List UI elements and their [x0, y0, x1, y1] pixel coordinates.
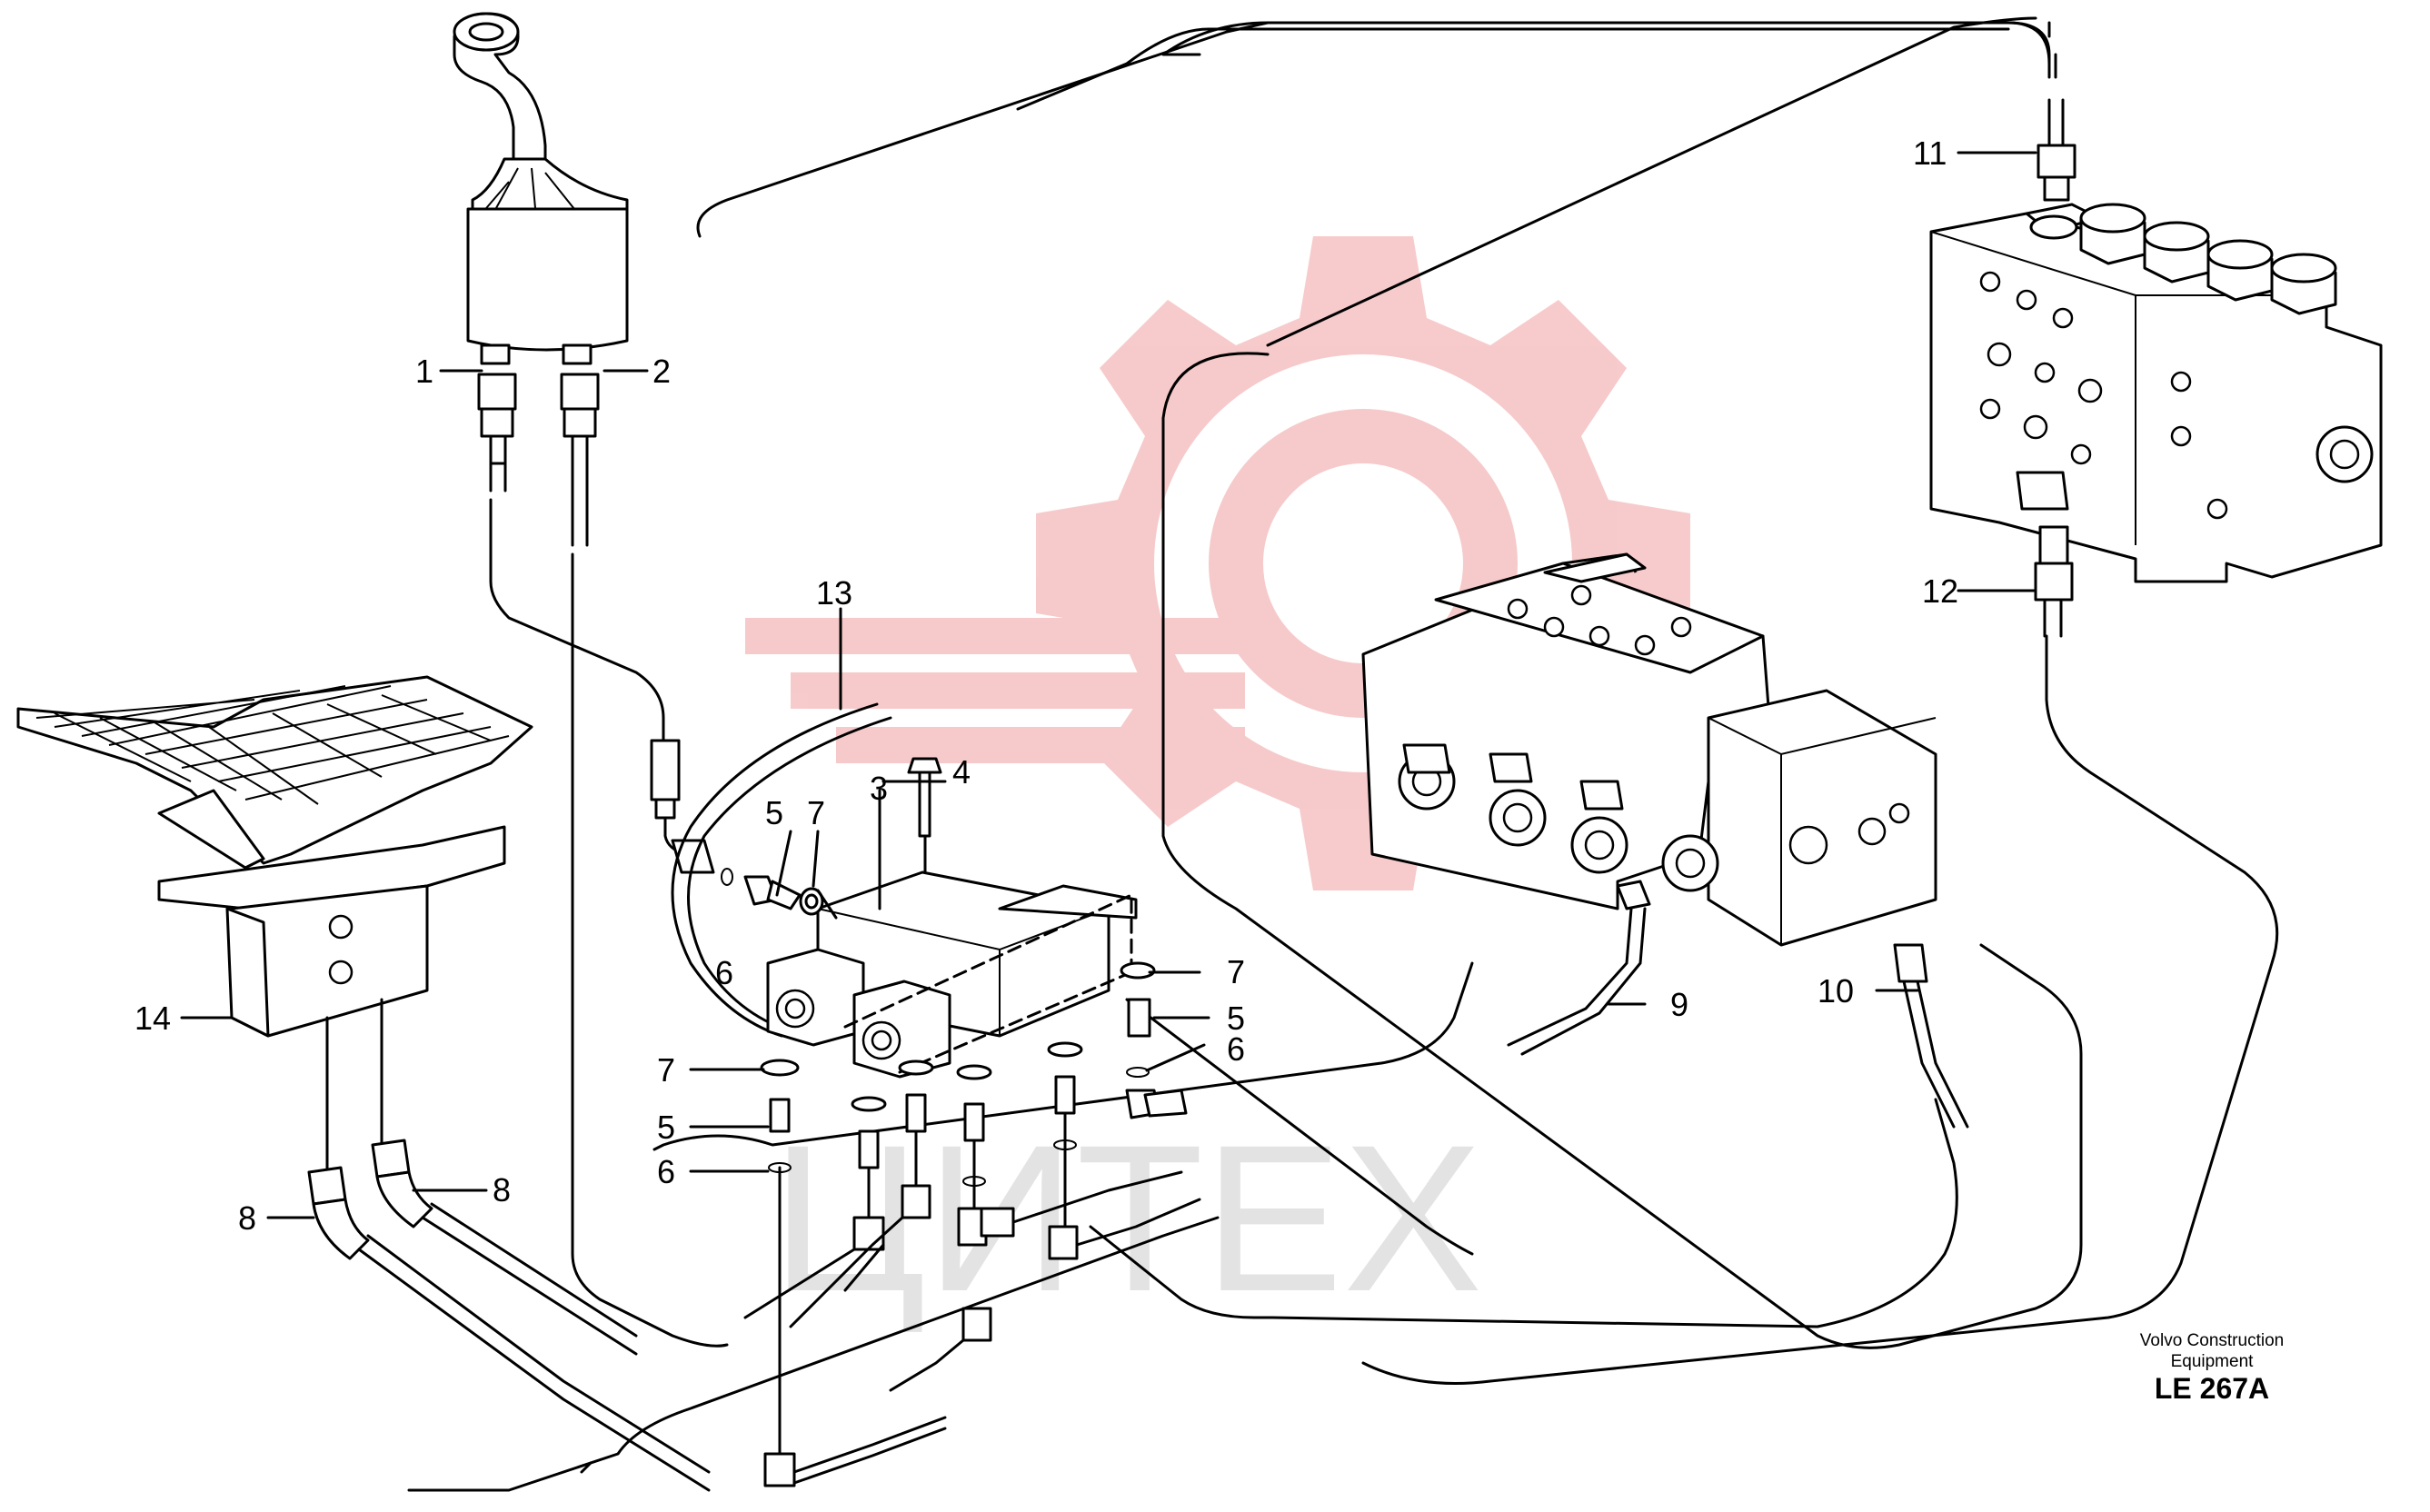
callout-5-right: 5 [1227, 1000, 1245, 1037]
callout-6-left: 6 [715, 954, 733, 991]
callout-5-left: 5 [765, 794, 783, 831]
pilot-block-3 [766, 870, 1138, 1079]
caption-diagram-code: LE 267A [2154, 1372, 2270, 1405]
callout-7-bottom: 7 [657, 1051, 675, 1089]
callout-7-right: 7 [1227, 953, 1245, 990]
fitting-11 [2037, 98, 2076, 202]
elbow-8-right [371, 1139, 638, 1356]
callout-14: 14 [134, 1000, 171, 1037]
leader-lines [180, 151, 2037, 1219]
callout-2: 2 [652, 353, 671, 390]
hose-loops [407, 16, 2279, 1492]
callout-11: 11 [1913, 134, 1947, 172]
adapter-5-right [1120, 961, 1188, 1119]
callout-7-left: 7 [807, 794, 825, 831]
callout-6-right: 6 [1227, 1030, 1245, 1068]
callout-6-bottom: 6 [657, 1153, 675, 1190]
callout-3: 3 [870, 770, 888, 807]
callout-labels: 1 2 3 4 5 5 5 6 6 6 7 7 7 8 8 9 10 11 12… [134, 134, 1958, 1237]
caption-manufacturer: Volvo Construction Equipment [2139, 1331, 2285, 1371]
callout-8-right: 8 [493, 1171, 511, 1209]
control-valve-center [1361, 552, 1937, 947]
fitting-12 [2034, 525, 2074, 638]
fitting-2 [560, 373, 729, 1348]
callout-13: 13 [816, 574, 852, 612]
callout-8-left: 8 [238, 1199, 256, 1237]
callout-4: 4 [952, 753, 971, 791]
callout-9: 9 [1670, 986, 1688, 1023]
elbow-8-left [307, 1166, 711, 1492]
hose-13 [671, 702, 892, 1038]
hose-fitting-13-end [650, 739, 715, 874]
joystick [453, 12, 629, 365]
watermark-text: ЦИТЕХ [772, 1101, 1483, 1335]
callout-10: 10 [1818, 972, 1854, 1010]
callout-5-bottom: 5 [657, 1109, 675, 1146]
callout-1: 1 [415, 353, 433, 390]
main-valve [1929, 203, 2383, 583]
lower-fitting-columns [743, 1041, 1201, 1487]
hose-10 [1893, 943, 1969, 1129]
foot-pedal-14 [16, 675, 533, 1174]
hose-9 [1507, 880, 1651, 1056]
adapter-5-left [721, 868, 824, 916]
callout-12: 12 [1922, 572, 1958, 610]
bolt-4 [907, 757, 942, 874]
